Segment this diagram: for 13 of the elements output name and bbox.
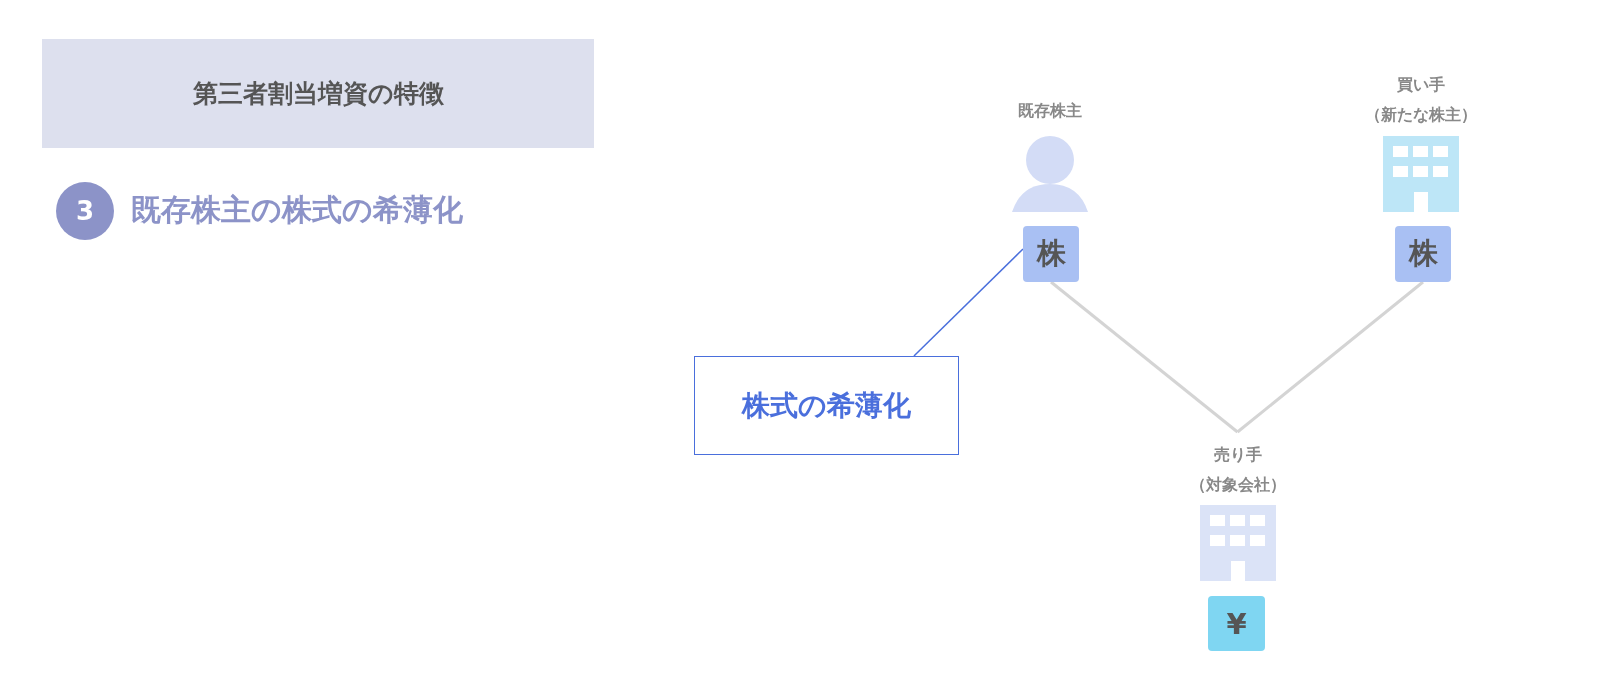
share-tile: 株 bbox=[1023, 226, 1079, 282]
section-heading: 既存株主の株式の希薄化 bbox=[131, 191, 463, 229]
title-banner: 第三者割当増資の特徴 bbox=[42, 39, 594, 148]
step-number: 3 bbox=[56, 182, 114, 240]
leader-line bbox=[913, 248, 1024, 357]
party-label: 既存株主 bbox=[1018, 100, 1082, 122]
callout-box: 株式の希薄化 bbox=[694, 356, 959, 455]
connector-line bbox=[1236, 280, 1424, 434]
party-label: 買い手（新たな株主） bbox=[1365, 74, 1477, 126]
party-label: 売り手（対象会社） bbox=[1189, 444, 1286, 496]
share-tile: ¥ bbox=[1208, 596, 1265, 651]
connector-line bbox=[1050, 280, 1239, 434]
share-tile: 株 bbox=[1395, 226, 1451, 282]
